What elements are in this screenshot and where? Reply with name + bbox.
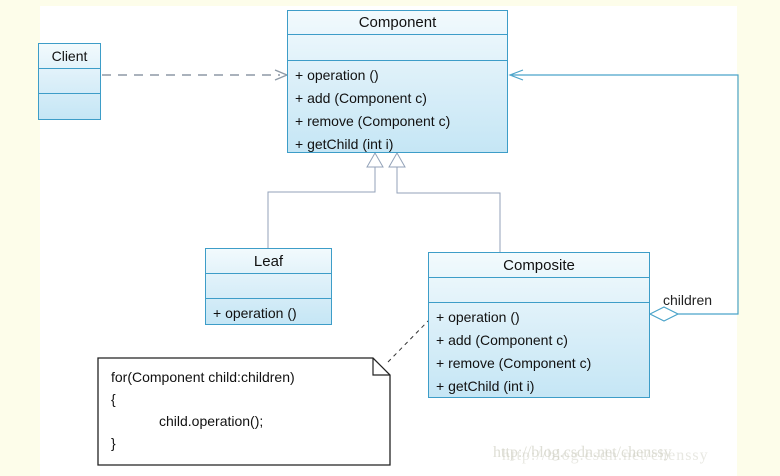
class-box-leaf: Leaf + operation () [205, 248, 332, 325]
note-code-line: } [111, 435, 116, 451]
uml-note-code: for(Component child:children) { child.op… [111, 366, 381, 454]
class-methods-client [39, 94, 100, 97]
method-add: + add (Component c) [295, 90, 427, 106]
class-methods-composite: + operation () + add (Component c) + rem… [429, 303, 649, 398]
method-add: + add (Component c) [436, 332, 568, 348]
class-attributes-component [288, 35, 507, 61]
note-code-line: for(Component child:children) [111, 369, 295, 385]
class-name-client: Client [39, 44, 100, 69]
method-remove: + remove (Component c) [295, 113, 451, 129]
method-getchild: + getChild (int i) [436, 378, 535, 394]
class-box-client: Client [38, 43, 101, 120]
note-code-line: child.operation(); [159, 413, 264, 429]
class-name-component: Component [288, 11, 507, 35]
method-remove: + remove (Component c) [436, 355, 592, 371]
method-operation: + operation () [436, 309, 520, 325]
class-box-composite: Composite + operation () + add (Componen… [428, 252, 650, 398]
note-code-line: { [111, 391, 116, 407]
class-attributes-client [39, 69, 100, 94]
class-methods-component: + operation () + add (Component c) + rem… [288, 61, 507, 156]
class-box-component: Component + operation () + add (Componen… [287, 10, 508, 153]
class-methods-leaf: + operation () [206, 299, 331, 325]
method-operation: + operation () [295, 67, 379, 83]
class-attributes-leaf [206, 274, 331, 299]
class-name-composite: Composite [429, 253, 649, 278]
aggregation-role-label-children: children [663, 292, 713, 308]
method-getchild: + getChild (int i) [295, 136, 394, 152]
method-operation: + operation () [213, 305, 297, 321]
class-name-leaf: Leaf [206, 249, 331, 274]
class-attributes-composite [429, 278, 649, 303]
